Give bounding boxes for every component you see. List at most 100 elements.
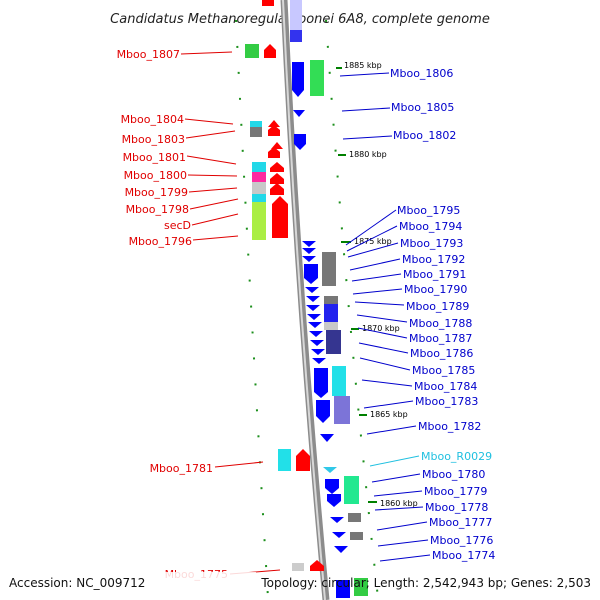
gene-1807 — [245, 44, 259, 58]
label-Mboo_1786[interactable]: Mboo_1786 — [410, 347, 473, 360]
gene-1778 — [327, 494, 341, 507]
label-Mboo_1799[interactable]: Mboo_1799 — [125, 186, 188, 199]
label-Mboo_1807[interactable]: Mboo_1807 — [117, 48, 180, 61]
label-Mboo_1790[interactable]: Mboo_1790 — [404, 283, 467, 296]
feature-top-blue — [290, 30, 302, 42]
gene-1777-grey — [348, 513, 361, 522]
scale-ticks: 1885 kbp 1880 kbp 1875 kbp 1870 kbp 1865… — [336, 61, 418, 508]
label-Mboo_1803[interactable]: Mboo_1803 — [122, 133, 185, 146]
label-Mboo_1795[interactable]: Mboo_1795 — [397, 204, 460, 217]
gene-1798 — [252, 202, 266, 240]
gene-1800a — [252, 162, 266, 172]
label-Mboo_1806[interactable]: Mboo_1806 — [390, 67, 453, 80]
gene-1783 — [316, 400, 330, 423]
gene-arrow — [270, 173, 284, 184]
gene-1784 — [314, 368, 328, 398]
gene-1806-green — [310, 60, 324, 96]
gene-1790 — [305, 287, 319, 293]
label-Mboo_1794[interactable]: Mboo_1794 — [399, 220, 462, 233]
label-Mboo_1788[interactable]: Mboo_1788 — [409, 317, 472, 330]
gene-1782 — [320, 434, 334, 442]
gene-1786 — [310, 340, 324, 346]
forward-features — [245, 44, 324, 571]
gene-1792 — [304, 264, 318, 284]
tick-1875: 1875 kbp — [354, 237, 392, 246]
label-Mboo_1804[interactable]: Mboo_1804 — [121, 113, 184, 126]
gene-1799 — [252, 182, 266, 194]
gene-1787 — [326, 330, 341, 354]
gene-rna — [252, 194, 266, 202]
label-Mboo_1785[interactable]: Mboo_1785 — [412, 364, 475, 377]
genome-backbone — [280, 0, 330, 600]
label-Mboo_1780[interactable]: Mboo_1780 — [422, 468, 485, 481]
label-Mboo_1802[interactable]: Mboo_1802 — [393, 129, 456, 142]
topology-text: Topology: circular; Length: 2,542,943 bp… — [260, 576, 591, 590]
gene-arrow — [306, 305, 320, 311]
gene-1777 — [330, 517, 344, 523]
gene-1803 — [268, 125, 280, 136]
label-Mboo_1774[interactable]: Mboo_1774 — [432, 549, 495, 562]
label-Mboo_1798[interactable]: Mboo_1798 — [126, 203, 189, 216]
label-Mboo_1777[interactable]: Mboo_1777 — [429, 516, 492, 529]
label-Mboo_R0029[interactable]: Mboo_R0029 — [421, 450, 492, 463]
label-Mboo_1792[interactable]: Mboo_1792 — [402, 253, 465, 266]
backbone-highlight — [282, 0, 326, 600]
gene-1781-cyan — [278, 449, 291, 471]
label-Mboo_1787[interactable]: Mboo_1787 — [409, 332, 472, 345]
accession-text: Accession: NC_009712 — [9, 576, 145, 590]
label-Mboo_1801[interactable]: Mboo_1801 — [123, 151, 186, 164]
tick-1860: 1860 kbp — [380, 499, 418, 508]
gene-1779 — [344, 476, 359, 504]
gene-1783-slate — [334, 396, 350, 424]
gene-1774 — [334, 546, 348, 553]
gene-1776 — [332, 532, 346, 538]
gene-1802 — [294, 134, 306, 150]
gene-1785 — [311, 349, 325, 355]
gene-bottom — [336, 580, 350, 598]
label-Mboo_1781[interactable]: Mboo_1781 — [150, 462, 213, 475]
label-Mboo_1793[interactable]: Mboo_1793 — [400, 237, 463, 250]
tick-1880: 1880 kbp — [349, 150, 387, 159]
gene-1781 — [296, 449, 310, 471]
gene-arrow — [270, 162, 284, 172]
right-labels: Mboo_1806 Mboo_1805 Mboo_1802 Mboo_1795 … — [339, 67, 495, 562]
gene-1791 — [322, 252, 336, 286]
outer-tick-ring — [235, 19, 269, 599]
gene-1800 — [252, 172, 266, 182]
tick-1885: 1885 kbp — [344, 61, 382, 70]
gene-1788 — [324, 304, 338, 322]
gene-1775 — [310, 560, 324, 571]
label-Mboo_1779[interactable]: Mboo_1779 — [424, 485, 487, 498]
inner-tick-ring — [325, 19, 379, 599]
tick-1865: 1865 kbp — [370, 410, 408, 419]
gene-grey — [324, 296, 338, 304]
label-secD[interactable]: secD — [164, 219, 191, 232]
gene-1776-grey — [350, 532, 363, 540]
gene-1795 — [302, 241, 316, 247]
gene-1793 — [302, 256, 316, 262]
gene-1804 — [250, 127, 262, 137]
gene-1784-cyan — [332, 366, 346, 396]
label-Mboo_1796[interactable]: Mboo_1796 — [129, 235, 192, 248]
gene-1789 — [306, 296, 320, 302]
gene-arrow — [271, 142, 283, 149]
gene-fwd-arrow — [264, 44, 276, 58]
gene-secD — [272, 196, 288, 238]
gene-grey-light — [324, 322, 338, 330]
gene-1780 — [325, 479, 339, 494]
label-Mboo_1791[interactable]: Mboo_1791 — [403, 268, 466, 281]
gene-1794 — [302, 248, 316, 254]
label-Mboo_1782[interactable]: Mboo_1782 — [418, 420, 481, 433]
label-Mboo_1805[interactable]: Mboo_1805 — [391, 101, 454, 114]
tick-1870: 1870 kbp — [362, 324, 400, 333]
label-Mboo_1784[interactable]: Mboo_1784 — [414, 380, 477, 393]
label-Mboo_1800[interactable]: Mboo_1800 — [124, 169, 187, 182]
gene-1806 — [292, 62, 304, 97]
gene-arrow — [307, 314, 321, 320]
gene-1775-grey — [292, 563, 304, 571]
label-Mboo_1783[interactable]: Mboo_1783 — [415, 395, 478, 408]
label-Mboo_1778[interactable]: Mboo_1778 — [425, 501, 488, 514]
label-Mboo_1776[interactable]: Mboo_1776 — [430, 534, 493, 547]
label-Mboo_1789[interactable]: Mboo_1789 — [406, 300, 469, 313]
